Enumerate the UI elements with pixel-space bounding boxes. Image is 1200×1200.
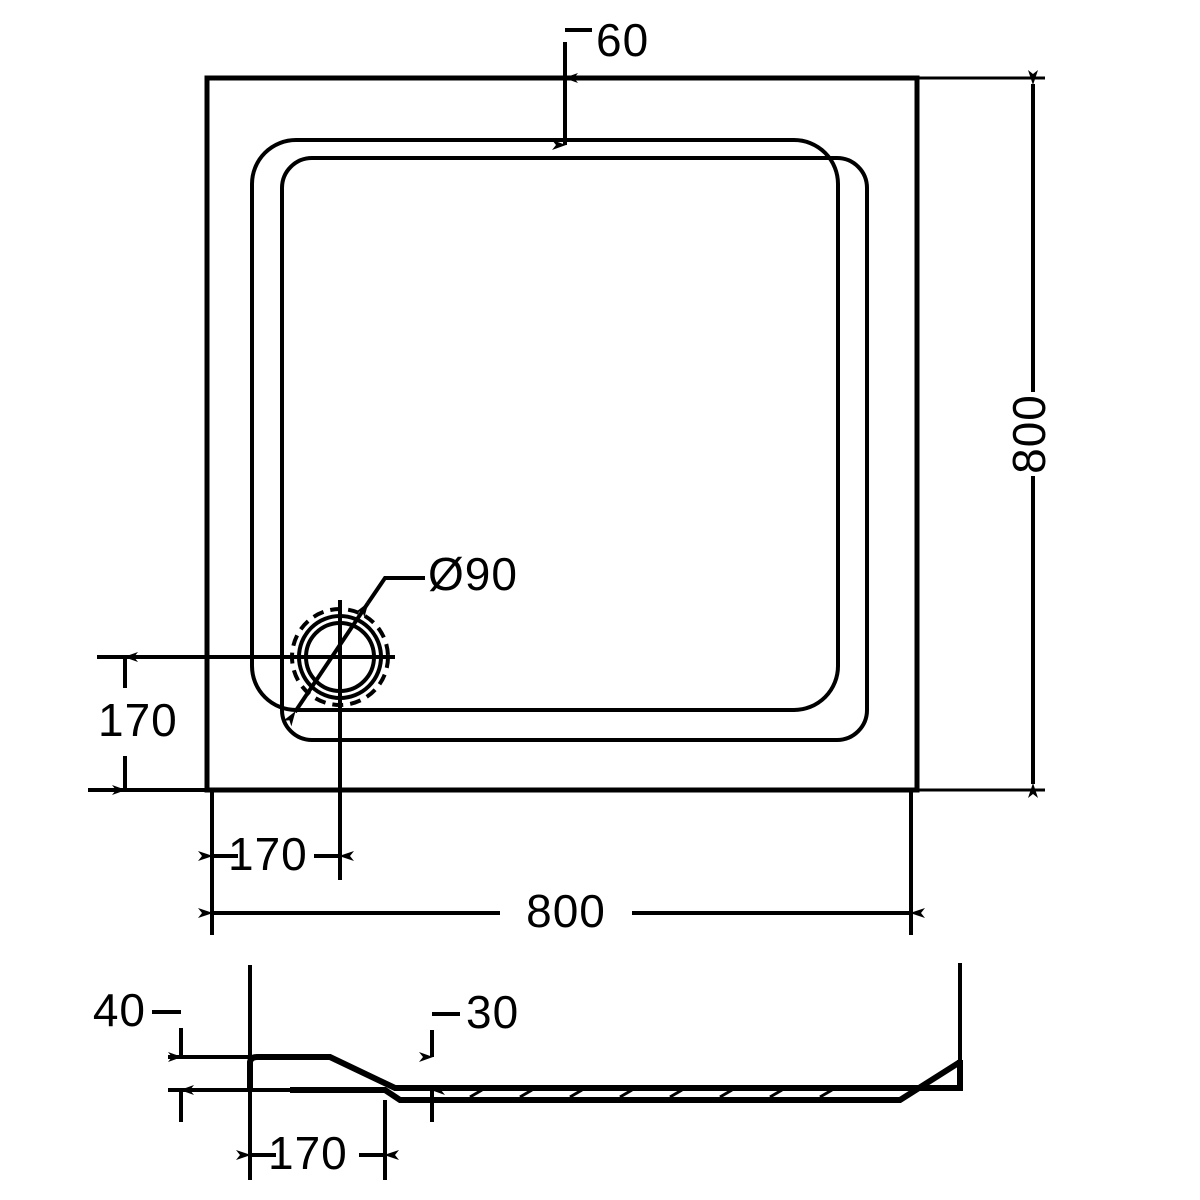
section-view-group: 40 30 170 [93,963,963,1180]
plan-view-group: Ø90 60 800 [88,14,1055,937]
tray-outer-outline [204,75,920,793]
tray-inner-outline-outer [250,138,840,712]
tray-inner-outline-basin [280,156,869,742]
drain-group [207,600,395,790]
drain-diameter-leader [283,576,425,727]
dimension-profile-step: 30 [466,986,519,1038]
dimension-profile-height: 40 [93,984,146,1036]
dimension-right-height-group [917,70,1045,798]
dimension-profile-offset: 170 [268,1127,348,1179]
dimension-top-inset-group [552,28,592,150]
drain-diameter-leader-line [283,601,370,727]
section-profile-top-surface [247,1054,963,1091]
section-profile-underside [290,1059,962,1103]
dimension-profile-step-group [419,1012,460,1122]
dimension-right-height: 800 [1003,394,1055,474]
dimension-top-inset: 60 [596,14,649,66]
dimension-profile-height-group [152,1010,290,1122]
dimension-bottom-width: 800 [526,885,606,937]
dimension-drain-diameter: Ø90 [428,548,518,600]
dimension-left-offset-group [88,652,207,795]
section-underside-hatching [469,1088,833,1099]
dimension-left-offset: 170 [98,694,178,746]
drain-diameter-leader-elbow [366,576,425,605]
dimension-bottom-offset: 170 [228,828,308,880]
dimension-bottom-width-group [198,790,925,935]
